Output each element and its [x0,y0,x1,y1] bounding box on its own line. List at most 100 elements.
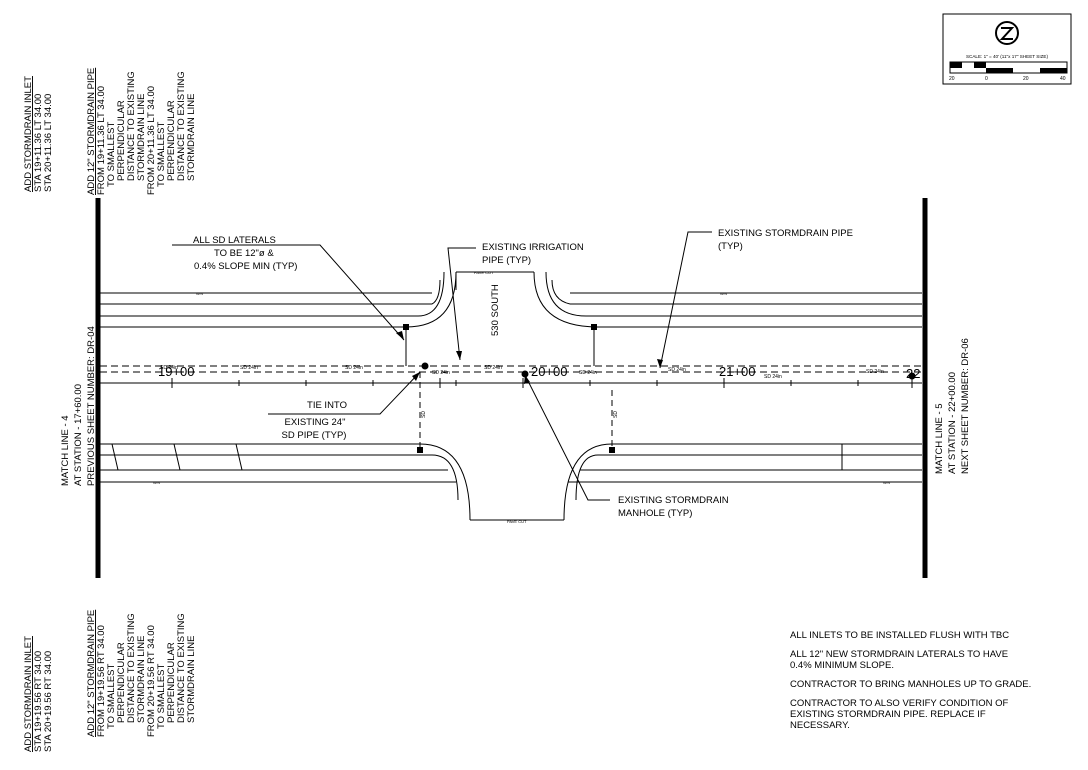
svg-text:FROM 19+11.36 LT 34.00: FROM 19+11.36 LT 34.00 [96,86,107,195]
pipe-label: SD 24in [345,365,363,371]
svg-text:STA 19+19.56 RT 34.00: STA 19+19.56 RT 34.00 [33,651,44,752]
sd-laterals-line-1: ALL SD LATERALS [193,235,276,246]
note-2: ALL 12" NEW STORMDRAIN LATERALS TO HAVE … [790,649,1009,671]
svg-text:STORMDRAIN LINE: STORMDRAIN LINE [136,94,147,181]
note-3: CONTRACTOR TO BRING MANHOLES UP TO GRADE… [790,679,1032,690]
general-notes: ALL INLETS TO BE INSTALLED FLUSH WITH TB… [790,630,1080,739]
svg-text:AT STATION - 22+00.00: AT STATION - 22+00.00 [947,372,958,474]
svg-text:ADD STORMDRAIN INLET: ADD STORMDRAIN INLET [23,636,34,752]
street-name: 530 SOUTH [490,284,501,336]
svg-text:TO SMALLEST: TO SMALLEST [106,664,117,729]
svg-text:FROM 19+19.56 RT 34.00: FROM 19+19.56 RT 34.00 [96,625,107,737]
manhole-symbol [908,372,916,380]
svg-text:STORMDRAIN LINE: STORMDRAIN LINE [186,636,197,723]
svg-text:MATCH LINE - 5: MATCH LINE - 5 [934,403,945,474]
svg-text:PERPENDICULAR: PERPENDICULAR [116,100,127,181]
pave-cut-north: PAVE CUT [474,270,494,275]
svg-text:STA 19+11.36 LT 34.00: STA 19+11.36 LT 34.00 [33,94,44,192]
station-19: 19+00 [158,364,195,379]
bottom-pipe-note: ADD 12" STORMDRAIN PIPE FROM 19+19.56 RT… [86,610,197,737]
irrigation-line-1: EXISTING IRRIGATION [482,242,584,253]
svg-text:ADD 12" STORMDRAIN PIPE: ADD 12" STORMDRAIN PIPE [86,610,97,737]
pipe-label: SD 24in [160,365,178,371]
note-4: CONTRACTOR TO ALSO VERIFY CONDITION OF E… [790,698,1009,731]
leader-stormdrain [659,231,712,369]
leader-tie-into [268,371,421,415]
svg-text:PERPENDICULAR: PERPENDICULAR [166,642,177,723]
irrigation-line-2: PIPE (TYP) [482,255,531,266]
scale-text: SCALE: 1" = 40' (11"x 17" SHEET SIZE) [966,54,1049,59]
pave-cut-south: PAVE CUT [507,519,527,524]
pipe-label: SD 24in [579,370,597,376]
wv-label: W/V [883,480,891,485]
sd-label-1: SD [421,411,427,418]
pipe-label: SD 24in [866,369,884,375]
svg-text:PREVIOUS SHEET NUMBER: DR-04: PREVIOUS SHEET NUMBER: DR-04 [86,326,97,486]
svg-text:PERPENDICULAR: PERPENDICULAR [116,642,127,723]
svg-text:AT STATION - 17+60.00: AT STATION - 17+60.00 [73,384,84,486]
wv-label: W/V [720,291,728,296]
bottom-inlet-note: ADD STORMDRAIN INLET STA 19+19.56 RT 34.… [23,636,54,752]
leader-manhole [524,374,610,501]
match-line-right-text: MATCH LINE - 5 AT STATION - 22+00.00 NEX… [934,338,971,474]
top-pipe-note: ADD 12" STORMDRAIN PIPE FROM 19+11.36 LT… [86,68,197,195]
inlet-symbol [609,447,615,453]
scale-tick: 40 [1060,76,1066,82]
tie-into-line-2: EXISTING 24" [285,417,346,428]
svg-text:FROM 20+19.56 RT 34.00: FROM 20+19.56 RT 34.00 [146,625,157,737]
scale-box [942,13,1072,85]
pipe-label: SD 24in [484,365,502,371]
svg-text:PERPENDICULAR: PERPENDICULAR [166,100,177,181]
svg-text:DISTANCE TO EXISTING: DISTANCE TO EXISTING [176,71,187,181]
station-ticks [171,378,913,388]
leader-sd-laterals [172,244,405,341]
svg-text:STORMDRAIN LINE: STORMDRAIN LINE [136,636,147,723]
svg-text:NEXT SHEET NUMBER: DR-06: NEXT SHEET NUMBER: DR-06 [960,338,971,474]
svg-text:DISTANCE TO EXISTING: DISTANCE TO EXISTING [126,613,137,723]
tie-into-line-3: SD PIPE (TYP) [282,430,347,441]
svg-text:ADD STORMDRAIN INLET: ADD STORMDRAIN INLET [23,76,34,192]
wv-label: W/V [153,480,161,485]
station-21: 21+00 [719,364,756,379]
pipe-label: SD 24in [432,370,450,376]
tie-into-line-1: TIE INTO [307,400,347,411]
pipe-label: SD 24in [240,365,258,371]
south-curb-lines [100,443,922,521]
inlet-symbol [591,324,597,330]
sd-label-2: SD [613,411,619,418]
stormdrain-line-1: EXISTING STORMDRAIN PIPE [718,228,853,239]
inlet-symbol [417,447,423,453]
sd-laterals-line-2: TO BE 12"ø & [214,248,274,259]
svg-text:STA 20+11.36 LT 34.00: STA 20+11.36 LT 34.00 [43,94,54,192]
wv-label: W/V [196,291,204,296]
svg-text:MATCH LINE - 4: MATCH LINE - 4 [60,415,71,486]
note-1: ALL INLETS TO BE INSTALLED FLUSH WITH TB… [790,630,1010,641]
scale-tick: 0 [985,76,988,82]
svg-text:DISTANCE TO EXISTING: DISTANCE TO EXISTING [126,71,137,181]
north-curb-lines [100,271,922,328]
manhole-line-1: EXISTING STORMDRAIN [618,495,729,506]
svg-text:TO SMALLEST: TO SMALLEST [156,664,167,729]
pipe-label: SD 24in [668,367,686,373]
match-line-left-text: MATCH LINE - 4 AT STATION - 17+60.00 PRE… [60,326,97,486]
station-20: 20+00 [531,364,568,379]
top-inlet-note: ADD STORMDRAIN INLET STA 19+11.36 LT 34.… [23,76,54,192]
stormdrain-line-2: (TYP) [718,241,743,252]
scale-tick: 20 [1023,76,1029,82]
manhole-symbol [521,370,529,378]
svg-text:FROM 20+11.36 LT 34.00: FROM 20+11.36 LT 34.00 [146,86,157,195]
svg-text:TO SMALLEST: TO SMALLEST [106,122,117,187]
leader-irrigation [447,247,476,361]
scale-tick: 20 [949,76,955,82]
manhole-line-2: MANHOLE (TYP) [618,508,692,519]
pipe-label: SD 24in [764,374,782,380]
manhole-symbol [421,362,429,370]
north-arrow-icon [995,21,1019,45]
station-22: 22 [906,366,920,381]
svg-text:DISTANCE TO EXISTING: DISTANCE TO EXISTING [176,613,187,723]
svg-text:STORMDRAIN LINE: STORMDRAIN LINE [186,94,197,181]
sd-laterals-line-3: 0.4% SLOPE MIN (TYP) [194,261,297,272]
svg-text:ADD 12" STORMDRAIN PIPE: ADD 12" STORMDRAIN PIPE [86,68,97,195]
svg-text:TO SMALLEST: TO SMALLEST [156,122,167,187]
